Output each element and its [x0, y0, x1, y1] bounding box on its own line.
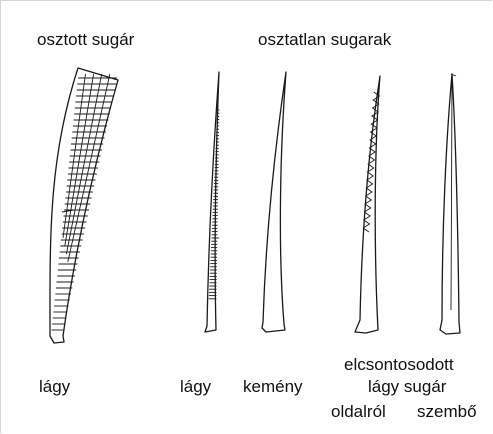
ossified-ray-front-view — [440, 74, 460, 334]
caption-ray4-line3: oldalról — [331, 402, 386, 422]
hard-ray — [262, 72, 286, 332]
caption-ray4-line2: lágy sugár — [368, 377, 446, 397]
caption-ray1: lágy — [39, 377, 70, 397]
caption-ray4-line1: elcsontosodott — [344, 355, 454, 375]
caption-ray3: kemény — [243, 377, 303, 397]
caption-ray5-line3: szembő — [417, 402, 477, 422]
ossified-ray-side-view — [355, 76, 380, 333]
caption-ray2: lágy — [180, 377, 211, 397]
segmented-soft-ray — [50, 68, 118, 343]
soft-ray — [205, 72, 219, 332]
